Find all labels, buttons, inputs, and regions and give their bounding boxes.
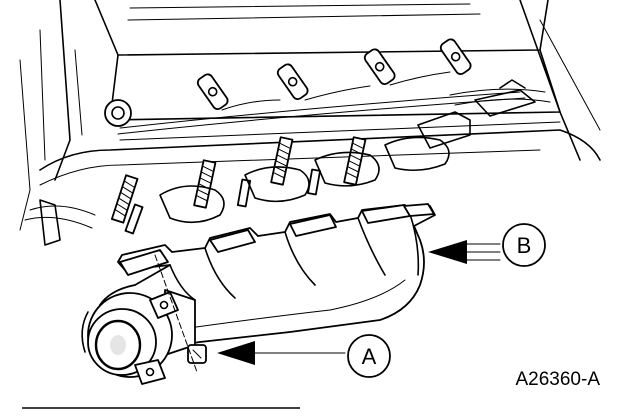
callout-a-letter: A	[362, 344, 377, 369]
cylinder-head	[19, 0, 601, 246]
spark-plug-boots	[196, 38, 536, 117]
callout-arrow-a	[217, 341, 346, 365]
exhaust-manifold	[81, 203, 436, 385]
figure-id: A26360-A	[515, 369, 600, 390]
callout-b-letter: B	[517, 233, 532, 258]
callout-a: A	[347, 334, 391, 378]
callout-b: B	[502, 223, 546, 267]
callout-arrow-b	[428, 240, 501, 264]
manifold-studs	[110, 136, 367, 235]
head-exhaust-ports	[159, 111, 471, 224]
